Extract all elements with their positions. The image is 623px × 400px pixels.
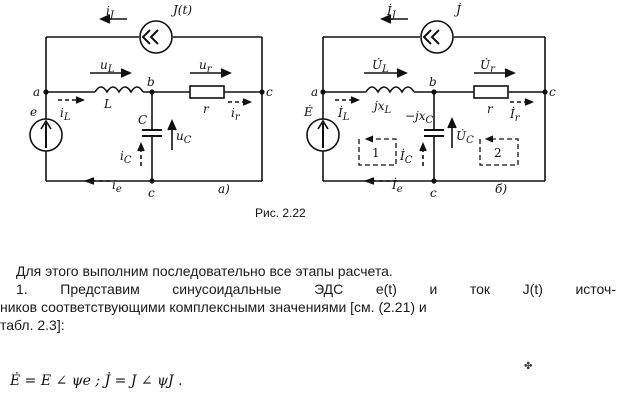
svg-text:İC: İC: [399, 148, 413, 166]
svg-text:Ė: Ė: [303, 104, 313, 119]
svg-text:ie: ie: [112, 178, 122, 195]
svg-text:C: C: [138, 113, 147, 127]
circuit-b: [306, 14, 546, 185]
equation: Ė = E ∠ ψe ; J̇ = J ∠ ψJ .: [10, 373, 183, 389]
svg-text:İr: İr: [509, 106, 521, 124]
svg-text:J̇: J̇: [453, 2, 462, 17]
svg-text:2: 2: [494, 146, 502, 160]
svg-text:c: c: [148, 186, 155, 200]
svg-text:r: r: [203, 102, 210, 116]
svg-text:а): а): [218, 182, 230, 196]
svg-text:c: c: [266, 85, 273, 99]
paragraph-4: табл. 2.3]:: [0, 317, 65, 333]
circuit-a: [29, 14, 263, 185]
svg-text:a: a: [311, 85, 318, 99]
svg-text:İe: İe: [391, 177, 403, 195]
svg-text:U̇r: U̇r: [480, 57, 496, 75]
nodes-a: [43, 89, 265, 184]
svg-text:r: r: [487, 102, 494, 116]
nodes-b: [320, 89, 548, 184]
labels-a: iJ J(t) a b c c e uL L ur r ir iL C uC i…: [30, 3, 273, 200]
svg-text:c: c: [430, 186, 437, 200]
svg-text:a: a: [33, 85, 40, 99]
paragraph-3: ников соответствующими комплексными знач…: [0, 299, 427, 315]
svg-text:uC: uC: [176, 129, 192, 146]
svg-text:İL: İL: [337, 105, 350, 123]
svg-text:U̇L: U̇L: [372, 57, 389, 75]
svg-text:L: L: [103, 97, 112, 111]
svg-text:b: b: [147, 75, 155, 89]
svg-text:ur: ur: [199, 58, 213, 75]
body-text: Для этого выполним последовательно все э…: [0, 262, 623, 334]
svg-text:−jxC: −jxC: [405, 109, 434, 126]
circuit-figures: iJ J(t) a b c c e uL L ur r ir iL C uC i…: [29, 2, 556, 200]
paragraph-2: 1. Представим синусоидальные ЭДС e(t) и …: [16, 281, 616, 297]
svg-text:б): б): [495, 182, 507, 196]
svg-text:ir: ir: [231, 106, 241, 123]
svg-text:c: c: [549, 85, 556, 99]
svg-text:b: b: [429, 75, 437, 89]
labels-b: İJ J̇ a b c c Ė U̇L jxL U̇r r İr İL −jxC…: [303, 2, 556, 200]
svg-text:iC: iC: [120, 149, 132, 166]
svg-text:jxL: jxL: [371, 99, 392, 116]
svg-text:uL: uL: [100, 58, 115, 75]
svg-text:İJ: İJ: [386, 3, 397, 21]
svg-text:e: e: [30, 105, 37, 119]
svg-text:U̇C: U̇C: [456, 128, 474, 146]
svg-text:iL: iL: [60, 106, 71, 123]
ink-blot: ✤: [524, 361, 533, 372]
figure-caption: Рис. 2.22: [255, 206, 306, 220]
svg-text:1: 1: [372, 146, 380, 160]
svg-text:J(t): J(t): [170, 3, 192, 17]
svg-text:iJ: iJ: [106, 4, 115, 21]
paragraph-1: Для этого выполним последовательно все э…: [16, 263, 393, 279]
